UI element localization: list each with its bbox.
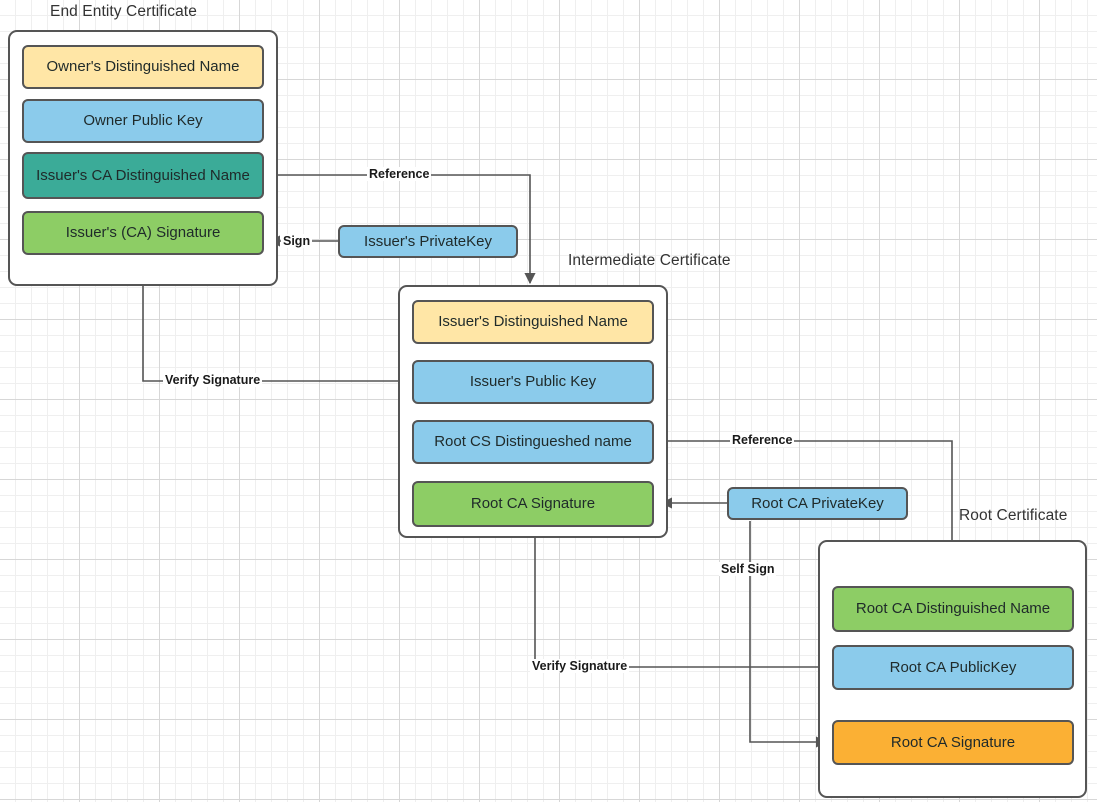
field-owners-distinguished-name[interactable]: Owner's Distinguished Name <box>22 45 264 89</box>
field-root-ca-distinguished-name[interactable]: Root CA Distinguished Name <box>832 586 1074 632</box>
field-root-ca-publickey[interactable]: Root CA PublicKey <box>832 645 1074 690</box>
group-title-root: Root Certificate <box>959 507 1068 524</box>
field-issuers-ca-distinguished-name[interactable]: Issuer's CA Distinguished Name <box>22 152 264 199</box>
edge-label-reference-bottom: Reference <box>730 433 795 447</box>
field-issuers-distinguished-name[interactable]: Issuer's Distinguished Name <box>412 300 654 344</box>
edge-label-verify-signature-bottom: Verify Signature <box>530 659 630 673</box>
field-root-ca-signature[interactable]: Root CA Signature <box>832 720 1074 765</box>
key-issuers-privatekey[interactable]: Issuer's PrivateKey <box>338 225 518 258</box>
connector-verify-signature-bottom <box>529 526 832 668</box>
group-title-end-entity: End Entity Certificate <box>50 3 197 20</box>
edge-label-reference-top: Reference <box>367 167 432 181</box>
field-owner-public-key[interactable]: Owner Public Key <box>22 99 264 143</box>
group-title-intermediate: Intermediate Certificate <box>568 252 731 269</box>
field-issuers-public-key[interactable]: Issuer's Public Key <box>412 360 654 404</box>
field-issuers-ca-signature[interactable]: Issuer's (CA) Signature <box>22 211 264 255</box>
field-root-cs-distingueshed-name[interactable]: Root CS Distingueshed name <box>412 420 654 464</box>
edge-label-sign: Sign <box>281 234 313 248</box>
key-root-ca-privatekey[interactable]: Root CA PrivateKey <box>727 487 908 520</box>
edge-label-self-sign: Self Sign <box>719 562 777 576</box>
field-intermediate-root-ca-signature[interactable]: Root CA Signature <box>412 481 654 527</box>
connector-self-sign <box>749 521 828 748</box>
edge-label-verify-signature-top: Verify Signature <box>163 373 263 387</box>
